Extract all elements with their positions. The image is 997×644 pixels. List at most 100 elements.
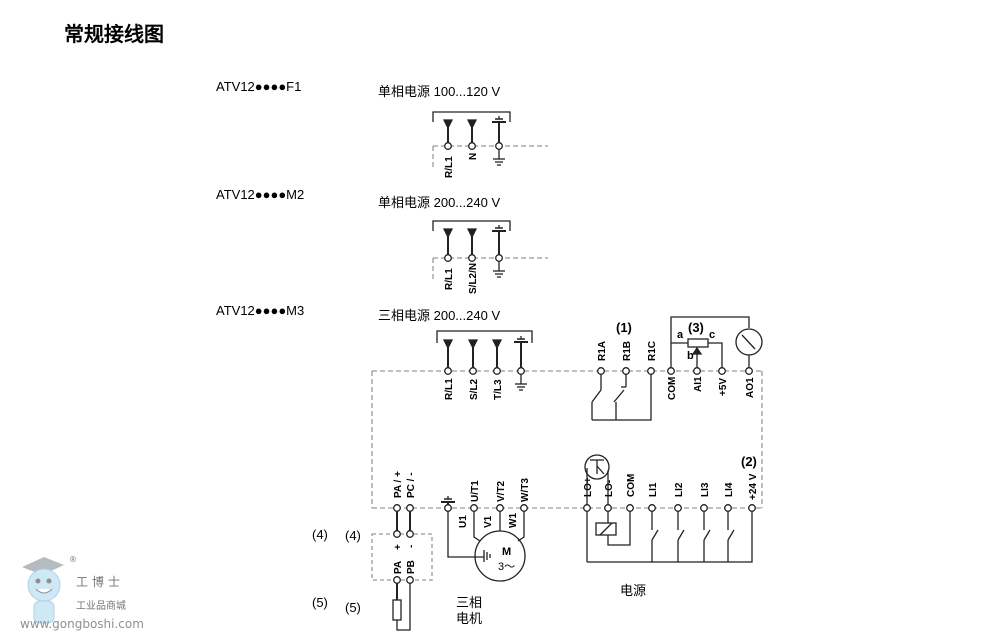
terminal	[444, 254, 452, 262]
winding-label-u1: U1	[458, 515, 469, 528]
dcbus-terminal	[406, 504, 414, 512]
logic-common-wire	[587, 511, 753, 563]
motor-terminal	[470, 504, 478, 512]
dcbus-label-pa: PA / +	[393, 471, 404, 498]
analog-label-ao1: AO1	[745, 377, 756, 398]
relay-label-r1a: R1A	[597, 341, 608, 361]
ref-4b: (4)	[345, 528, 361, 543]
logic-label-2: COM	[626, 474, 637, 497]
arrow-icon	[466, 228, 478, 239]
meter-needle	[741, 334, 756, 350]
resistor-label-pb: PB	[406, 560, 417, 574]
analog-terminal	[718, 367, 726, 375]
winding-label-w1: W1	[508, 513, 519, 528]
arrow-icon	[491, 339, 503, 350]
supply-label-m3: 三相电源 200...240 V	[378, 308, 501, 323]
supply-bracket	[436, 330, 533, 343]
motor-symbol: M	[502, 546, 511, 558]
dcbus-terminal	[393, 504, 401, 512]
ref-4a: (4)	[312, 527, 328, 542]
terminal-label-tl3: T/L3	[493, 379, 504, 400]
resistor-wire	[396, 583, 411, 631]
relay-label-r1c: R1C	[647, 341, 658, 361]
logic-label-0: LO+	[583, 477, 594, 497]
relay-label-r1b: R1B	[622, 341, 633, 361]
terminal	[495, 142, 503, 150]
ref-5a: (5)	[312, 595, 328, 610]
logic-terminal	[748, 504, 756, 512]
transistor-icon	[596, 465, 605, 475]
pot-ref: (3)	[688, 320, 704, 335]
analog-label-com: COM	[667, 377, 678, 400]
arrow-icon	[691, 346, 703, 355]
supply-bracket	[432, 220, 511, 231]
resistor-terminal	[406, 576, 414, 584]
logic-terminal	[700, 504, 708, 512]
relay-terminal	[622, 367, 630, 375]
motor-label-2: W/T3	[520, 478, 531, 502]
model-label-m2: ATV12●●●●M2	[216, 187, 305, 202]
logic-terminal	[648, 504, 656, 512]
logic-terminal	[724, 504, 732, 512]
relay-ref: (1)	[616, 320, 632, 335]
model-label-m3: ATV12●●●●M3	[216, 303, 305, 318]
watermark-brand: 工博士	[76, 575, 125, 589]
logic-label-5: LI3	[700, 482, 711, 497]
motor-earth-terminal	[444, 504, 452, 512]
terminal-label-sl2: S/L2	[469, 378, 480, 400]
option-terminal	[393, 530, 401, 538]
pot-label-b: b	[687, 350, 694, 362]
dcbus-label-pc: PC / -	[406, 472, 417, 498]
analog-label-ai1: AI1	[693, 376, 704, 392]
option-terminal	[406, 530, 414, 538]
resistor-label-pa: PA	[393, 561, 404, 574]
braking-resistor-icon	[392, 599, 402, 621]
motor-wire	[517, 511, 525, 542]
terminal	[444, 367, 452, 375]
potentiometer-icon	[687, 338, 709, 348]
logic-terminal	[626, 504, 634, 512]
analog-label-5v: +5V	[718, 378, 729, 396]
ref-5b: (5)	[345, 600, 361, 615]
arrow-icon	[442, 339, 454, 350]
arrow-icon	[466, 119, 478, 130]
mascot-icon	[22, 557, 64, 624]
terminal-label-sl2n: S/L2/N	[468, 263, 479, 294]
watermark-tagline: 工业品商城	[76, 601, 126, 612]
switch-icon	[703, 529, 711, 541]
pot-label-c: c	[709, 329, 715, 341]
logic-label-3: LI1	[648, 482, 659, 497]
watermark-logo: ® 工博士 工业品商城 www.gongboshi.com	[14, 553, 154, 638]
switch-icon	[677, 529, 685, 541]
switch-icon	[651, 529, 659, 541]
analog-terminal	[745, 367, 753, 375]
option-label-minus: -	[406, 545, 417, 548]
terminal	[468, 142, 476, 150]
terminal-label-n: N	[468, 153, 479, 160]
model-label-f1: ATV12●●●●F1	[216, 79, 302, 94]
registered-mark: ®	[69, 555, 77, 564]
logic-ref: (2)	[741, 454, 757, 469]
analog-terminal	[667, 367, 675, 375]
pot-label-a: a	[677, 329, 684, 341]
supply-label-m2: 单相电源 200...240 V	[378, 195, 501, 210]
terminal	[493, 367, 501, 375]
analog-wire	[708, 342, 723, 368]
motor-terminal	[520, 504, 528, 512]
power-caption: 电源	[620, 584, 647, 599]
motor-terminal	[496, 504, 504, 512]
terminal	[444, 142, 452, 150]
terminal-label-rl1: R/L1	[444, 378, 455, 400]
logic-wire	[607, 511, 631, 546]
logic-label-4: LI2	[674, 482, 685, 497]
option-label-plus: +	[393, 544, 404, 550]
relay-coil-icon	[599, 522, 613, 536]
motor-caption-2: 电机	[456, 612, 483, 627]
motor-label-0: U/T1	[470, 480, 481, 502]
motor-phase: 3～	[498, 561, 515, 573]
relay-contact	[591, 389, 602, 403]
supply-label-f1: 单相电源 100...120 V	[378, 84, 501, 99]
braking-option-box	[371, 533, 433, 581]
logic-label-7: +24 V	[748, 473, 759, 500]
